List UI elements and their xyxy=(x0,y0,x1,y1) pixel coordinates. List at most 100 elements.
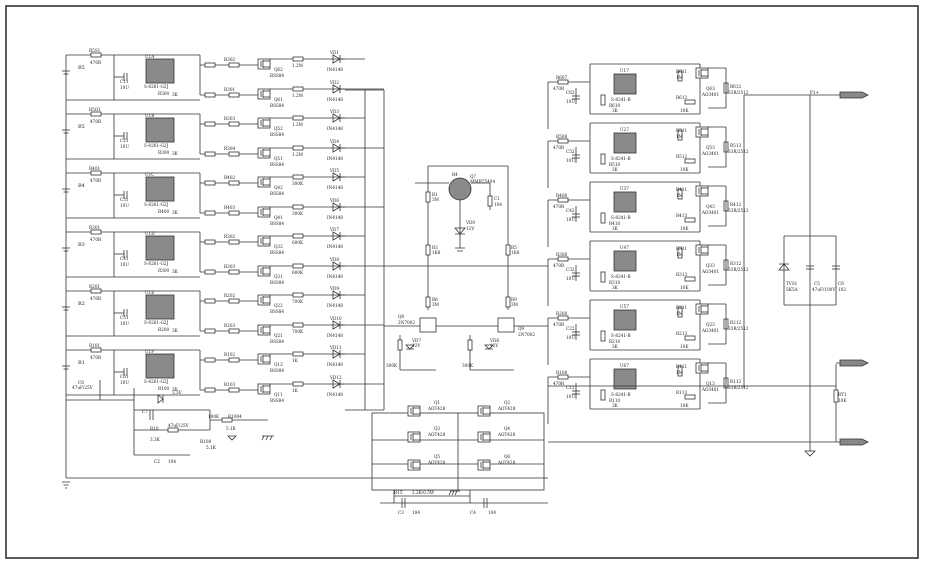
rcell-r-value: 470R xyxy=(553,204,565,209)
rcell-ic-part: S-8241-B xyxy=(611,392,631,397)
cell-rv2-value: 300K xyxy=(292,211,304,216)
rcell-rc-value: 10K xyxy=(680,167,689,172)
resistor xyxy=(204,210,216,216)
resistor xyxy=(204,180,216,186)
rcell-rl-label: R412 xyxy=(730,202,741,207)
rcell-rc-label: R213 xyxy=(676,331,687,336)
bottom-fet-part: AOT428 xyxy=(497,406,516,411)
resistor xyxy=(228,151,240,157)
cell-vd2-label: VD6 xyxy=(329,198,339,203)
cell-fet-bottom xyxy=(257,206,271,218)
bottom-fet-part: AOT428 xyxy=(497,432,516,437)
cell-vd2-label: VD10 xyxy=(329,316,342,321)
bottom-fet-part: AOT428 xyxy=(497,460,516,465)
cell-battery-label: B1 xyxy=(78,360,85,366)
r5-value: 1K8 xyxy=(511,250,520,255)
rcell-rb-value: 1M xyxy=(676,134,684,139)
resistor xyxy=(600,153,606,165)
resistor xyxy=(90,347,102,353)
rcell-cap-label: C62 xyxy=(566,90,575,95)
r10-value: 3.3K xyxy=(150,437,161,442)
rcell-fet-part: AO3401 xyxy=(701,92,719,97)
cell-rext-value: 3K xyxy=(172,328,179,333)
resistor xyxy=(228,121,240,127)
output-terminal-mid[interactable] xyxy=(839,359,869,367)
rcell-rc-label: R512 xyxy=(676,154,687,159)
cell-fet-top-part: BSS84 xyxy=(270,368,284,373)
rcell-ic-part: S-8241-B xyxy=(611,333,631,338)
center-bus xyxy=(345,89,548,411)
rcell-r-value: 470R xyxy=(553,322,565,327)
cell-r3-label: R304 xyxy=(224,146,235,151)
c4-label: C4 xyxy=(470,510,476,515)
cell-vd2-label: VD8 xyxy=(329,257,339,262)
r3-label: R3 xyxy=(432,245,438,250)
protection-ic xyxy=(145,235,175,261)
output-terminal-top[interactable] xyxy=(839,91,869,99)
rcell-ic-label: U27 xyxy=(620,127,629,132)
rcell-r-label: R308 xyxy=(556,252,567,257)
cell-fet-bottom-label: Q21 xyxy=(274,333,283,338)
resistor xyxy=(90,170,102,176)
cell-r2-label: R202 xyxy=(224,293,235,298)
rcell-rc-value: 10K xyxy=(680,285,689,290)
c3-value: 104 xyxy=(412,510,420,515)
cell-ic-part: S-8261-G2J xyxy=(144,84,169,89)
right-output-side: P1+ TVS1 SK5A C5 47uF/100V C6 102 RT1 10… xyxy=(548,90,869,457)
rcell-rb-label: R311 xyxy=(676,246,687,251)
rcell-r-value: 470R xyxy=(553,86,565,91)
cell-rext-label: R300 xyxy=(158,268,169,273)
cell-fet-bottom xyxy=(257,383,271,395)
resistor xyxy=(204,62,216,68)
cell-fuse-label: R401 xyxy=(89,166,100,171)
q9-part: 2N7002 xyxy=(518,332,535,337)
resistor xyxy=(677,70,683,82)
cell-diode-part-bottom: IN4148 xyxy=(327,333,343,338)
rcell-fet xyxy=(695,362,709,374)
rcell-rl-label: R212 xyxy=(730,320,741,325)
cell-fet-bottom-part: BSS84 xyxy=(270,339,284,344)
rcell-ic-part: S-8241-B xyxy=(611,156,631,161)
rcell-rl-value: 33R/2512 xyxy=(728,267,749,272)
c5-value: 47uF/100V xyxy=(812,287,836,292)
cell-fet-top xyxy=(257,58,271,70)
rcell-rx-label: R310 xyxy=(609,280,620,285)
rcell-rl-label: R513 xyxy=(730,143,741,148)
rcell-ic-label: U57 xyxy=(620,304,629,309)
bottom-fet-label: Q6 xyxy=(504,454,510,459)
rcell-rx-label: R510 xyxy=(609,162,620,167)
cell-ic-part: S-8261-G2J xyxy=(144,202,169,207)
resistor xyxy=(90,229,102,235)
cell-resistor-value: 470R xyxy=(90,296,102,301)
protection-ic xyxy=(145,294,175,320)
rcell-cap-value: 10U xyxy=(566,394,575,399)
rcell-rx-value: 3K xyxy=(612,167,619,172)
cell-diode-part-bottom: IN4148 xyxy=(327,392,343,397)
resistor xyxy=(292,204,304,210)
protection-ic xyxy=(145,353,175,379)
rcell-rb-label: R511 xyxy=(676,128,687,133)
resistor xyxy=(677,129,683,141)
c6-label: C6 xyxy=(838,281,844,286)
cell-diode-part-bottom: IN4148 xyxy=(327,274,343,279)
resistor xyxy=(292,322,304,328)
rcell-rl-value: 33R/2512 xyxy=(728,149,749,154)
r3-value: 1K8 xyxy=(432,250,441,255)
cell-diode-part-bottom: IN4148 xyxy=(327,215,343,220)
bottom-fet-3 xyxy=(407,431,421,443)
rcell-fet-label: Q43 xyxy=(706,204,715,209)
resistor xyxy=(292,351,304,357)
resistor xyxy=(228,210,240,216)
rt1-value: 10K xyxy=(838,398,847,403)
resistor xyxy=(557,256,569,262)
output-terminal-bottom[interactable] xyxy=(839,438,869,446)
cell-ic-part: S-8261-G2J xyxy=(144,143,169,148)
resistor xyxy=(684,158,696,164)
rcell-rc-value: 10K xyxy=(680,344,689,349)
cell-cap-label: C61 xyxy=(120,374,129,379)
resistor xyxy=(292,233,304,239)
resistor xyxy=(557,138,569,144)
rcell-cap-label: C52 xyxy=(566,149,575,154)
